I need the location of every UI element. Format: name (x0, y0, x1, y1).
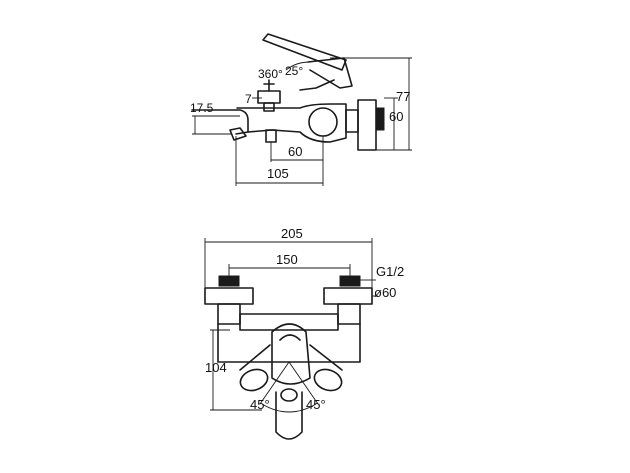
connector-nut (345, 109, 359, 133)
lever-left-position (239, 368, 269, 392)
dim-104: 104 (205, 360, 227, 375)
front-lever-top (279, 334, 301, 341)
dim-77: 77 (396, 89, 410, 104)
lever-handle (262, 33, 347, 71)
angle-right-line (288, 361, 319, 405)
spout-outlet (229, 127, 247, 141)
diverter-knob (257, 90, 281, 104)
front-view: 205 150 G1/2 ø60 45° (204, 226, 404, 440)
lever-right-position (313, 368, 343, 392)
lever-left-arm (239, 344, 271, 371)
right-flange (323, 287, 373, 305)
dim-angle-left: 45° (250, 397, 270, 412)
dim-205: 205 (281, 226, 303, 241)
dim-17-5: 17.5 (190, 101, 214, 115)
lever-right-arm (309, 344, 343, 371)
angle-arc (285, 61, 311, 71)
front-lever (271, 323, 311, 385)
dim-flange: ø60 (374, 285, 396, 300)
left-thread (218, 275, 240, 287)
side-view: 77 60 360° 25° 7 17.5 60 105 (190, 33, 412, 186)
angle-arc-front (261, 403, 317, 413)
right-nut (337, 303, 361, 325)
hose-outlet (265, 129, 277, 143)
dim-thread: G1/2 (376, 264, 404, 279)
dim-offset-7: 7 (245, 92, 252, 106)
wall-thread (375, 107, 385, 131)
lever-body (307, 57, 353, 89)
right-thread (339, 275, 361, 287)
angle-left-line (259, 361, 290, 405)
dim-60-height: 60 (389, 109, 403, 124)
mixer-body (236, 103, 347, 143)
dim-150: 150 (276, 252, 298, 267)
body-cartridge (308, 107, 338, 137)
wall-flange (357, 99, 377, 151)
diverter-neck (263, 102, 275, 112)
left-flange (204, 287, 254, 305)
left-nut (217, 303, 241, 325)
dim-angle-right: 45° (306, 397, 326, 412)
front-spout (275, 391, 303, 440)
dim-105: 105 (267, 166, 289, 181)
dim-60-outlet: 60 (288, 144, 302, 159)
spout-aerator (280, 388, 298, 402)
front-body-bar (239, 313, 339, 331)
dim-lever-angle: 25° (285, 64, 303, 78)
spout-outline (191, 109, 249, 135)
dim-rotation: 360° (258, 67, 283, 81)
lever-base (299, 79, 335, 91)
